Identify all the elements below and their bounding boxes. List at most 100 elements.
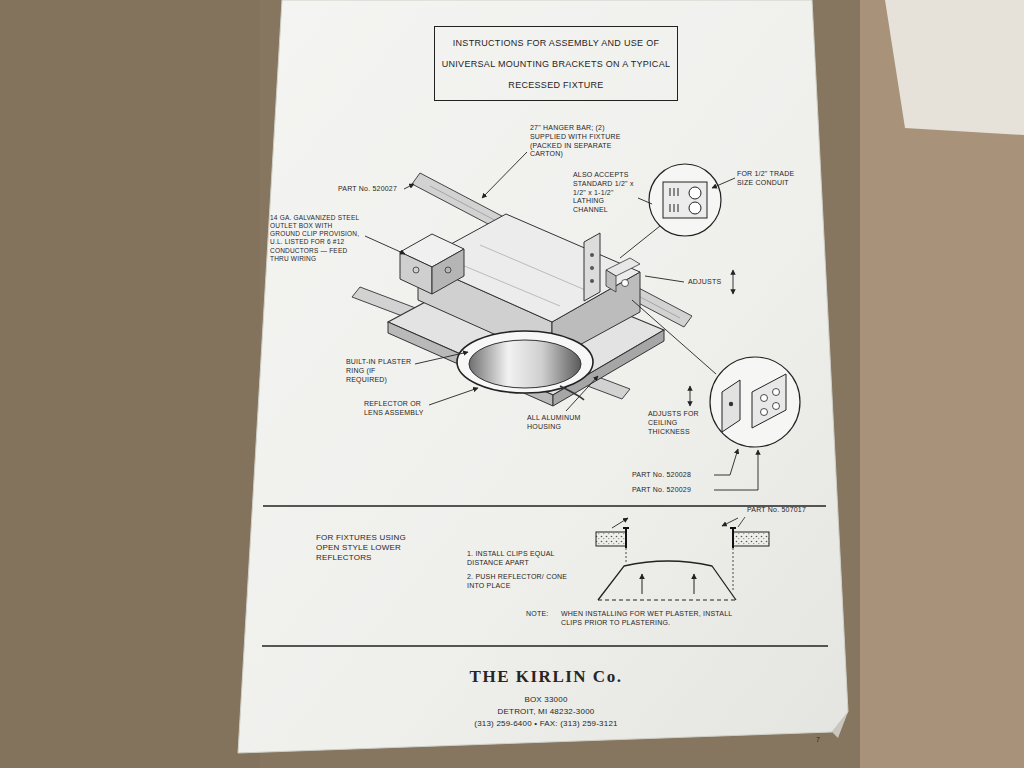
callout-text: ALL ALUMINUM HOUSING xyxy=(527,414,595,432)
section-rule xyxy=(262,506,828,646)
aluminum-housing-part xyxy=(480,245,590,292)
page-number: 7 xyxy=(816,736,820,745)
step-text: 2. PUSH REFLECTOR/ CONE INTO PLACE xyxy=(467,573,579,591)
bracket-detail-part xyxy=(752,374,786,428)
background-part xyxy=(885,0,1024,135)
phone-text: (313) 259-6400 • FAX: (313) 259-3121 xyxy=(406,719,686,729)
mounting-bracket-part xyxy=(590,279,594,283)
leader-lines-part xyxy=(645,276,684,282)
bracket-detail-part xyxy=(710,357,800,447)
callout-text: 14 GA. GALVANIZED STEEL OUTLET BOX WITH … xyxy=(270,214,362,263)
clip-diagram-part xyxy=(642,574,643,594)
leader-lines xyxy=(365,152,758,490)
outlet-box-part xyxy=(432,249,464,294)
clip-diagram-part xyxy=(722,518,738,526)
reflector-assembly-part xyxy=(457,331,593,393)
conduit-detail xyxy=(649,164,721,236)
leader-lines-part xyxy=(482,152,527,198)
clip-diagram-part xyxy=(733,532,769,546)
leader-lines-part xyxy=(404,184,414,189)
callout-text: BUILT-IN PLASTER RING (IF REQUIRED) xyxy=(346,358,414,384)
conduit-detail-part xyxy=(689,187,701,199)
paper-sheet-part xyxy=(832,712,848,738)
leader-lines-part xyxy=(415,352,468,364)
clip-diagram-part xyxy=(694,574,695,594)
bracket-detail-part xyxy=(761,395,768,402)
conduit-detail-part xyxy=(663,182,707,218)
outlet-box-part xyxy=(400,252,432,294)
reflector-assembly-part xyxy=(469,340,581,388)
background-part xyxy=(860,0,1024,768)
leader-lines-part xyxy=(714,450,758,490)
callout-text: FOR 1/2" TRADE SIZE CONDUIT xyxy=(737,170,807,188)
mounting-bracket-part xyxy=(584,233,600,301)
aluminum-housing-part xyxy=(450,260,560,306)
part-number: PART No. 507017 xyxy=(747,506,806,515)
clip-diagram-part xyxy=(626,548,627,564)
part-number: PART No. 520028 xyxy=(632,471,691,480)
paper-sheet xyxy=(238,0,848,753)
section-rule-part xyxy=(263,505,826,507)
aluminum-housing-part xyxy=(418,214,640,322)
company-name: THE KIRLIN Co. xyxy=(426,666,666,687)
leader-lines-part xyxy=(620,226,660,258)
callout-text: REFLECTOR OR LENS ASSEMBLY xyxy=(364,400,428,418)
part-number: PART No. 520029 xyxy=(632,486,691,495)
clip-diagram-part xyxy=(623,528,629,548)
address-text: DETROIT, MI 48232-3000 xyxy=(426,707,666,717)
paper-sheet-part xyxy=(238,0,848,753)
leader-lines-part xyxy=(429,388,478,405)
callout-text: ADJUSTS xyxy=(688,278,721,287)
section-heading: FOR FIXTURES USING OPEN STYLE LOWER REFL… xyxy=(316,533,428,563)
conduit-detail-part xyxy=(670,188,678,212)
section-rule-part xyxy=(262,645,828,647)
clip-diagram-part xyxy=(598,600,736,601)
bracket-detail-part xyxy=(729,402,733,406)
bracket-detail xyxy=(710,357,800,447)
leader-lines-part xyxy=(714,449,738,475)
leader-lines-part xyxy=(632,300,716,374)
background-part xyxy=(0,0,260,768)
clip-diagram xyxy=(596,517,769,600)
clip-diagram-part xyxy=(596,532,626,546)
clip-diagram-part xyxy=(730,528,736,548)
bracket-detail-part xyxy=(722,380,740,432)
clip-diagram-part xyxy=(598,561,736,600)
mounting-bracket-part xyxy=(590,253,594,257)
bracket-detail-part xyxy=(773,403,780,410)
conduit-detail-part xyxy=(689,202,701,214)
callout-text: ALSO ACCEPTS STANDARD 1/2" x 1/2" x 1-1/… xyxy=(573,171,637,215)
note-label: NOTE: xyxy=(526,610,548,619)
mounting-bracket-part xyxy=(590,266,594,270)
title-box: INSTRUCTIONS FOR ASSEMBLY AND USE OF UNI… xyxy=(434,26,678,101)
outlet-box xyxy=(400,234,464,294)
leader-lines-part xyxy=(733,270,734,294)
bracket-detail-part xyxy=(773,389,780,396)
clip-diagram-part xyxy=(612,518,628,528)
leader-lines-part xyxy=(638,198,652,204)
step-text: 1. INSTALL CLIPS EQUAL DISTANCE APART xyxy=(467,550,579,568)
callout-text: ADJUSTS FOR CEILING THICKNESS xyxy=(648,410,702,436)
conduit-detail-part xyxy=(649,164,721,236)
reflector-assembly-part xyxy=(560,386,584,400)
reflector-assembly xyxy=(457,331,593,400)
part-number: PART No. 520027 xyxy=(338,185,397,194)
leader-lines-part xyxy=(566,376,598,411)
leader-lines-part xyxy=(365,236,405,254)
leader-lines-part xyxy=(690,386,691,406)
clip-diagram-part xyxy=(738,517,745,527)
hanger-bar xyxy=(352,173,692,399)
bracket-detail-part xyxy=(761,409,768,416)
outlet-box-part xyxy=(445,267,451,273)
note-text: WHEN INSTALLING FOR WET PLASTER, INSTALL… xyxy=(561,610,751,628)
mounting-bracket xyxy=(584,233,640,301)
leader-lines-part xyxy=(712,178,735,188)
clip-diagram-part xyxy=(733,548,734,590)
address-text: BOX 33000 xyxy=(426,695,666,705)
callout-text: 27" HANGER BAR; (2) SUPPLIED WITH FIXTUR… xyxy=(530,124,630,159)
outlet-box-part xyxy=(413,267,419,273)
